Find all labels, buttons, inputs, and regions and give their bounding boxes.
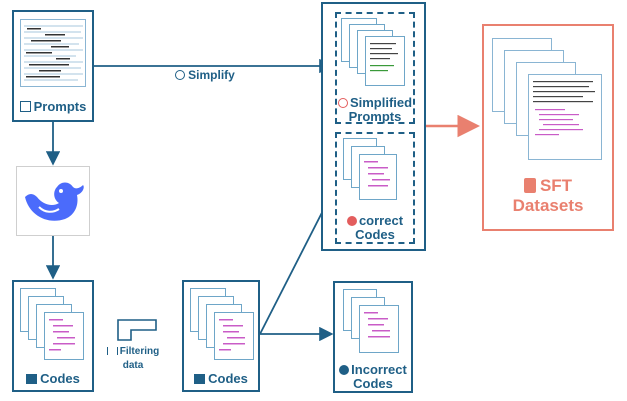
edit-icon [19, 101, 31, 112]
codes-middle-node: Codes [182, 280, 260, 392]
dataset-doc [528, 74, 602, 160]
check-circle-icon [346, 216, 357, 226]
code-doc [359, 154, 397, 200]
edge-codes-to-correct [259, 187, 335, 335]
prompt-doc [20, 19, 86, 87]
codes-middle-label: Codes [184, 372, 258, 386]
code-lines [219, 319, 245, 351]
codes-left-node: Codes [12, 280, 94, 392]
correct-codes-node: correct Codes [335, 132, 415, 244]
check-badge-icon [337, 98, 348, 108]
code-doc [44, 312, 84, 360]
simplify-label: Simplify [170, 68, 240, 82]
prompt-doc-lines [24, 25, 83, 81]
code-icon [26, 374, 38, 384]
simplified-prompts-node: Simplified Prompts [335, 12, 415, 124]
document-icon [523, 178, 536, 193]
model-node [16, 166, 90, 236]
prompt-doc [365, 36, 405, 86]
results-container: Simplified Prompts correct Codes [321, 2, 426, 251]
simplified-label: Simplified Prompts [337, 96, 413, 124]
x-circle-icon [339, 365, 350, 375]
prompts-label: Prompts [14, 100, 92, 114]
code-doc [214, 312, 254, 360]
incorrect-label: Incorrect Codes [335, 363, 411, 391]
correct-label: correct Codes [337, 214, 413, 242]
prompts-node: Prompts [12, 10, 94, 122]
filtering-label: Filtering data [96, 345, 170, 373]
dataset-lines [533, 81, 595, 136]
sft-datasets-node: SFT Datasets [482, 24, 614, 231]
code-icon [194, 374, 206, 384]
codes-left-label: Codes [14, 372, 92, 386]
deepseek-whale-logo [25, 182, 84, 221]
sft-label: SFT Datasets [512, 176, 584, 215]
prompt-lines [370, 43, 398, 72]
code-lines [364, 161, 390, 187]
funnel-icon [117, 319, 157, 341]
code-lines [364, 312, 390, 338]
check-badge-icon [175, 70, 186, 80]
sliders-icon [106, 347, 118, 355]
code-lines [49, 319, 75, 351]
incorrect-codes-node: Incorrect Codes [333, 281, 413, 393]
code-doc [359, 305, 399, 353]
